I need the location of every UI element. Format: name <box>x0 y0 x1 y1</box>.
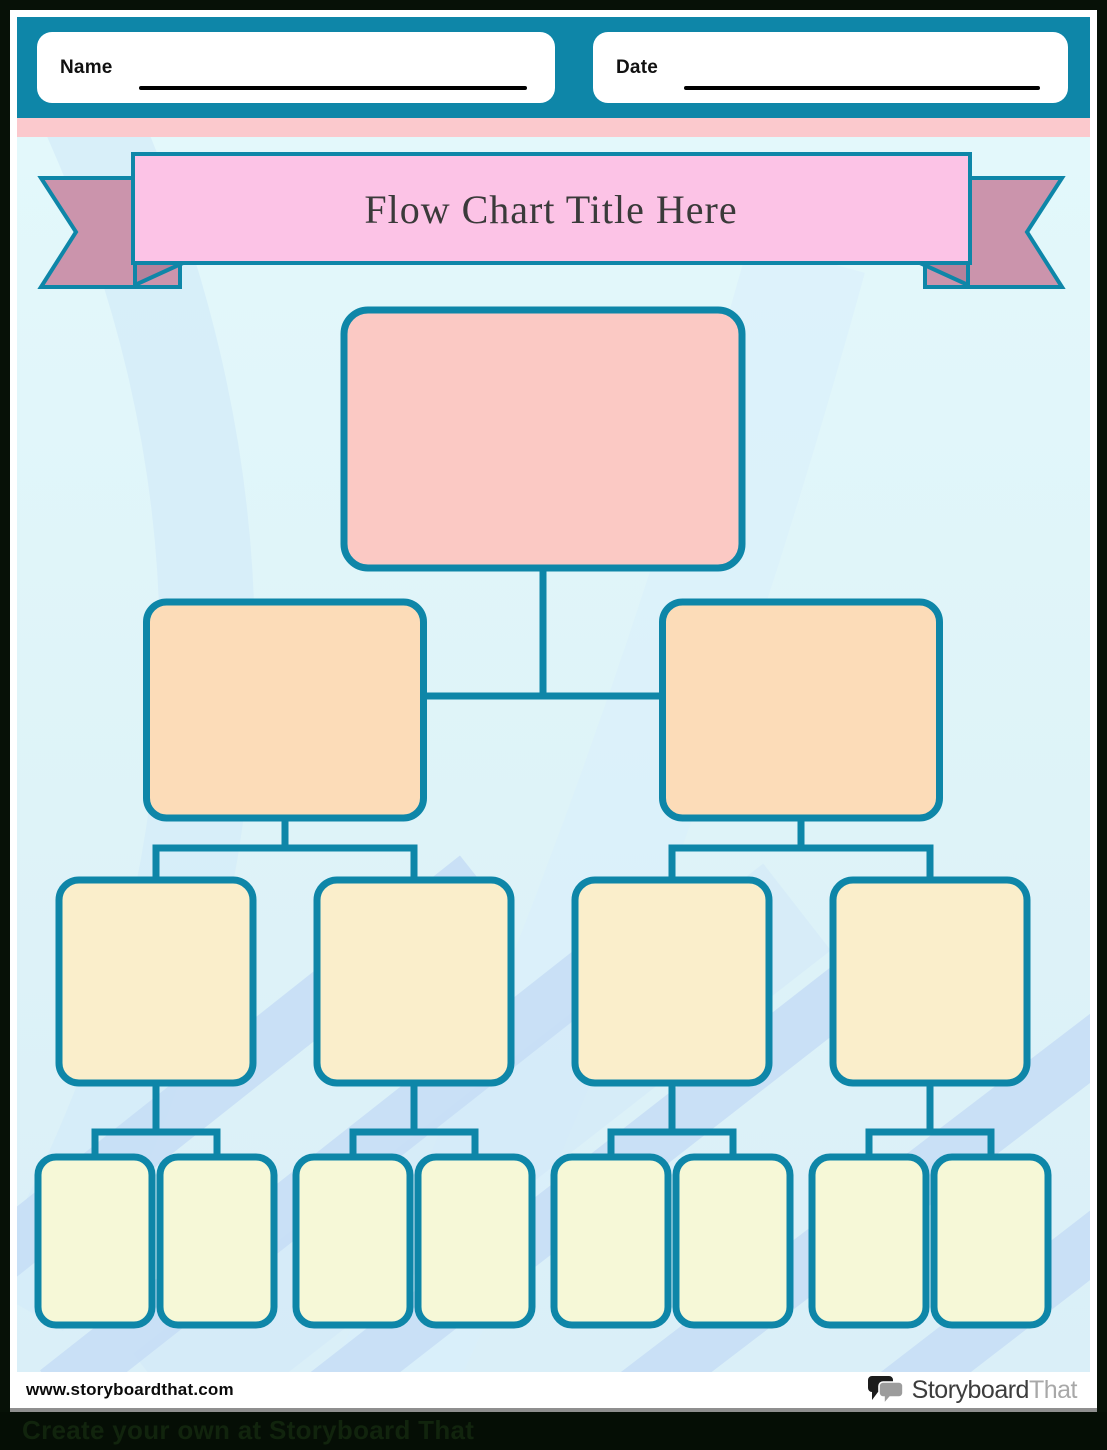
name-label: Name <box>60 56 113 78</box>
logo-text-primary: Storyboard <box>911 1375 1030 1404</box>
flowchart-box-level4-5[interactable] <box>550 1153 672 1329</box>
date-blank-line[interactable] <box>683 86 1040 90</box>
background-swirl <box>880 1210 1090 1372</box>
flowchart-box-level4-1[interactable] <box>34 1153 156 1329</box>
connector-line <box>349 1083 479 1157</box>
flowchart-box-level3-2[interactable] <box>313 876 515 1087</box>
connector-line <box>91 1083 221 1157</box>
footer-divider <box>10 1408 1097 1412</box>
footer: www.storyboardthat.com StoryboardThat <box>10 1372 1097 1408</box>
header-band: Name Date <box>17 17 1090 118</box>
connector-line <box>607 1083 737 1157</box>
title-banner: Flow Chart Title Here <box>37 152 1066 289</box>
storyboardthat-logo: StoryboardThat <box>867 1375 1078 1405</box>
website-url: www.storyboardthat.com <box>26 1380 234 1399</box>
connector-line <box>152 818 418 880</box>
banner-title[interactable]: Flow Chart Title Here <box>364 187 737 232</box>
pink-accent-strip <box>17 118 1090 137</box>
connector-line <box>668 818 934 880</box>
flowchart-box-level3-4[interactable] <box>829 876 1031 1087</box>
flowchart-box-level1-1[interactable] <box>340 306 746 572</box>
flowchart-box-level4-8[interactable] <box>930 1153 1052 1329</box>
logo-text: StoryboardThat <box>911 1375 1078 1405</box>
flowchart-box-level3-1[interactable] <box>55 876 257 1087</box>
flowchart-canvas: Flow Chart Title Here <box>17 137 1090 1372</box>
flowchart-box-level2-2[interactable] <box>659 598 943 822</box>
bottom-bar-text: Create your own at Storyboard That <box>22 1415 475 1445</box>
flowchart-box-level4-6[interactable] <box>672 1153 794 1329</box>
bottom-bar: Create your own at Storyboard That <box>0 1412 1107 1450</box>
flowchart-box-level4-4[interactable] <box>414 1153 536 1329</box>
flowchart-box-level3-3[interactable] <box>571 876 773 1087</box>
banner-band <box>131 152 972 265</box>
name-blank-line[interactable] <box>138 86 527 90</box>
flowchart-area: Flow Chart Title Here <box>17 137 1090 1372</box>
name-field[interactable]: Name <box>37 32 555 103</box>
date-field[interactable]: Date <box>593 32 1068 103</box>
date-label: Date <box>616 56 658 78</box>
connector-line <box>423 568 663 700</box>
flowchart-box-level2-1[interactable] <box>143 598 427 822</box>
connector-line <box>865 1083 995 1157</box>
flowchart-box-level4-3[interactable] <box>292 1153 414 1329</box>
logo-text-secondary: That <box>1028 1375 1078 1404</box>
logo-speech-bubbles-icon <box>867 1376 904 1405</box>
flowchart-box-level4-2[interactable] <box>156 1153 278 1329</box>
flowchart-box-level4-7[interactable] <box>808 1153 930 1329</box>
